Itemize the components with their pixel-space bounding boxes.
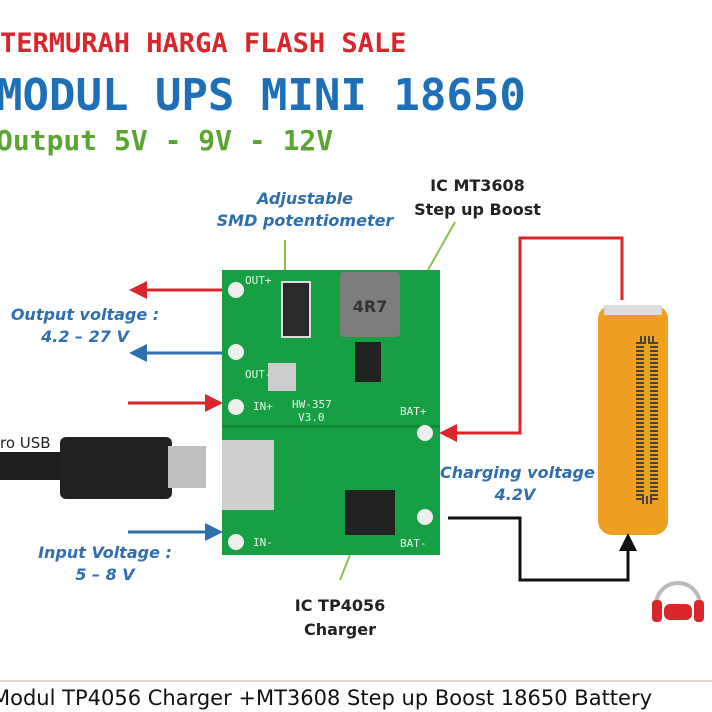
diode: [281, 281, 311, 338]
battery-18650: [598, 305, 668, 535]
ic-mt3608: [355, 342, 381, 382]
battery-plus-wire: [439, 236, 624, 442]
pin-bat-minus: BAT-: [400, 537, 427, 550]
micro-usb-cable: [0, 437, 206, 499]
battery-minus-wire: [448, 516, 637, 582]
potentiometer: [268, 363, 296, 391]
micro-usb-port: [222, 440, 274, 510]
inductor-label: 4R7: [353, 297, 388, 316]
pcb-board: 4R7: [222, 270, 440, 555]
output-subtitle: Output 5V - 9V - 12V: [0, 124, 334, 157]
pin-in-plus: IN+: [253, 400, 273, 413]
cic-logo: [652, 581, 704, 622]
pin-in-minus: IN-: [253, 536, 273, 549]
ic-tp4056: [345, 490, 395, 535]
board-model: HW-357: [292, 398, 332, 411]
usb-label: ro USB: [0, 434, 51, 452]
board-version: V3.0: [298, 411, 325, 424]
pin-out-minus: OUT-: [245, 368, 272, 381]
caption: Modul TP4056 Charger +MT3608 Step up Boo…: [0, 686, 653, 710]
product-title: MODUL UPS MINI 18650: [0, 70, 526, 121]
output-voltage-label: Output voltage :4.2 – 27 V: [10, 305, 160, 346]
input-voltage-label: Input Voltage :5 – 8 V: [38, 543, 172, 584]
pin-bat-plus: BAT+: [400, 405, 427, 418]
promo-heading: TERMURAH HARGA FLASH SALE: [0, 28, 407, 59]
caption-divider: [0, 680, 712, 682]
pin-out-plus: OUT+: [245, 274, 272, 287]
inductor: [340, 272, 400, 337]
